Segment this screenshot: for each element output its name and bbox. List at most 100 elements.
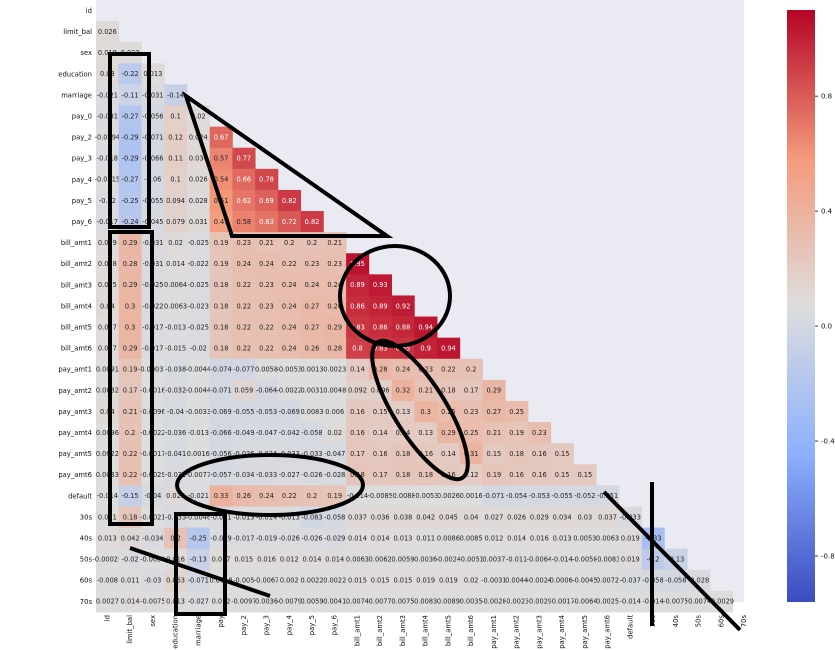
cell-value-label: 0.0072 — [596, 577, 619, 585]
y-tick-label: sex — [80, 49, 92, 57]
cell-value-label: 0.0083 — [414, 598, 437, 606]
heatmap-cell — [96, 63, 120, 85]
cell-value-label: 0.3 — [125, 323, 136, 331]
cell-value-label: -0.017 — [97, 218, 118, 226]
heatmap-cell — [232, 295, 256, 317]
heatmap-cell — [459, 485, 483, 507]
cell-value-label: 0.018 — [98, 49, 117, 57]
heatmap-cell — [118, 379, 142, 402]
cell-value-label: -0.014 — [551, 556, 572, 564]
heatmap-cell — [414, 527, 438, 550]
heatmap-cell — [164, 379, 188, 402]
cell-value-label: 0.015 — [371, 577, 390, 585]
y-tick-label: pay_amt3 — [58, 408, 92, 416]
heatmap-cell — [277, 295, 302, 317]
heatmap-cell — [141, 569, 165, 592]
heatmap-cell — [96, 232, 120, 254]
cell-value-label: 0.19 — [509, 429, 524, 437]
heatmap-cell — [323, 527, 347, 550]
heatmap-cell — [437, 548, 461, 571]
cell-value-label: -0.013 — [188, 429, 209, 437]
heatmap-cell — [346, 295, 370, 317]
y-tick-label: 40s — [80, 535, 93, 543]
x-tick-label: bill_amt2 — [376, 615, 384, 646]
cell-value-label: 0.13 — [396, 408, 411, 416]
heatmap-cell — [277, 569, 302, 592]
heatmap-cell — [346, 274, 370, 296]
heatmap-cell — [618, 569, 643, 592]
heatmap-cell — [277, 464, 302, 486]
heatmap-cell — [232, 548, 256, 571]
heatmap-cell — [391, 400, 415, 423]
x-tick-label: pay_2 — [240, 615, 248, 635]
heatmap-cell — [232, 422, 256, 444]
x-tick-label: pay_amt1 — [490, 615, 498, 649]
x-tick-label: education — [172, 615, 180, 649]
heatmap-cell — [118, 295, 142, 317]
heatmap-cell — [96, 590, 120, 613]
heatmap-cell — [437, 358, 461, 381]
cell-value-label: 0.29 — [327, 323, 342, 331]
x-tick-label: pay_amt4 — [558, 615, 566, 649]
heatmap-cell — [368, 527, 392, 550]
cell-value-label: 0.18 — [418, 471, 433, 479]
hand-drawn-annotations — [108, 52, 742, 632]
heatmap-cell — [164, 358, 188, 381]
cell-value-label: 0.94 — [441, 345, 456, 353]
cell-value-label: -0.019 — [210, 534, 231, 542]
cell-value-label: 0.016 — [530, 534, 549, 542]
y-tick-label: pay_2 — [72, 134, 92, 142]
cell-value-label: 0.011 — [121, 577, 140, 585]
cell-value-label: 0.19 — [214, 260, 229, 268]
y-axis-labels: idlimit_balsexeducationmarriagepay_0pay_… — [58, 7, 92, 606]
heatmap-cell — [186, 274, 211, 296]
cell-value-label: 0.02 — [464, 577, 479, 585]
heatmap-cell — [164, 274, 188, 296]
cell-value-label: 0.14 — [373, 429, 388, 437]
cell-value-label: -0.058 — [301, 429, 322, 437]
heatmap-cell — [164, 316, 188, 339]
cell-value-label: -0.027 — [279, 471, 300, 479]
heatmap-cell — [346, 422, 370, 444]
heatmap-cell — [96, 21, 120, 43]
cell-value-label: -0.057 — [210, 471, 231, 479]
heatmap-cell — [255, 422, 279, 444]
x-tick-label: id — [103, 615, 111, 621]
heatmap-cell — [186, 506, 211, 528]
cell-value-label: 0.14 — [350, 366, 365, 374]
cell-value-label: 0.18 — [214, 345, 229, 353]
y-tick-label: bill_amt6 — [61, 345, 92, 353]
cell-value-label: 0.24 — [236, 260, 251, 268]
heatmap-cell — [118, 105, 142, 128]
cell-value-label: 0.0086 — [437, 534, 460, 542]
cell-value-label: 0.0026 — [437, 492, 460, 500]
cell-value-label: -0.071 — [188, 577, 209, 585]
cell-value-label: 0.29 — [487, 387, 502, 395]
heatmap-cell — [505, 548, 529, 571]
cell-value-label: 0.18 — [396, 471, 411, 479]
heatmap-cell — [164, 126, 188, 149]
cell-value-label: 0.027 — [484, 513, 503, 521]
cell-value-label: -0.0054 — [140, 556, 165, 564]
cell-value-label: 0.2 — [284, 239, 295, 247]
heatmap-cell — [255, 590, 279, 613]
heatmap-cell — [118, 84, 142, 106]
heatmap-cell — [482, 485, 506, 507]
heatmap-cell — [414, 337, 438, 360]
heatmap-cell — [437, 485, 461, 507]
heatmap-cell — [96, 126, 120, 149]
cell-value-label: -0.034 — [142, 534, 163, 542]
heatmap-cell — [164, 295, 188, 317]
cell-value-label: 0.0035 — [460, 598, 483, 606]
heatmap-cell — [550, 569, 574, 592]
cell-value-label: 0.059 — [234, 387, 253, 395]
cell-value-label: -0.021 — [97, 91, 118, 99]
x-tick-label: sex — [149, 615, 157, 627]
x-tick-label: pay_6 — [331, 615, 339, 635]
heatmap-cell — [118, 400, 142, 423]
heatmap-cell — [118, 337, 142, 360]
cell-value-label: 0.18 — [214, 281, 229, 289]
heatmap-cell — [368, 548, 392, 571]
cell-value-label: 0.24 — [396, 366, 411, 374]
heatmap-cell — [186, 232, 211, 254]
